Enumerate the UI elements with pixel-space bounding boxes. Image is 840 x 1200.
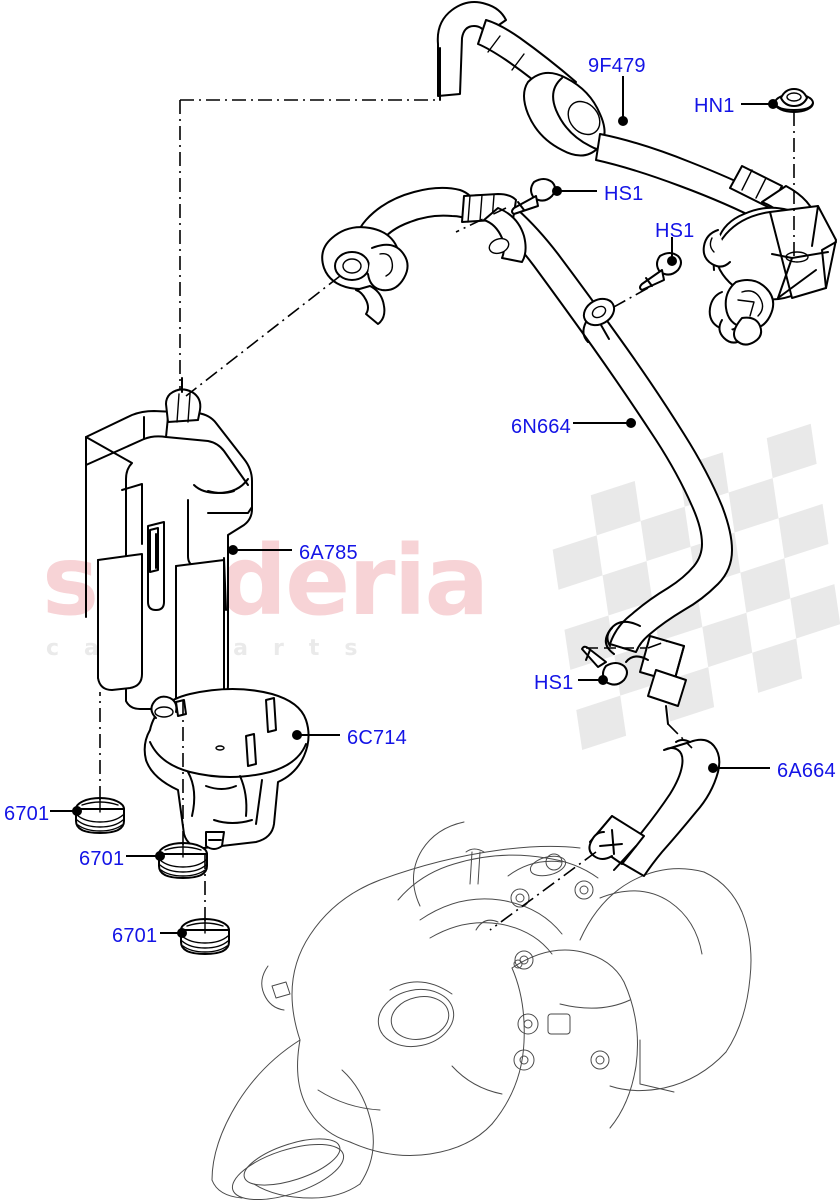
callout-9F479[interactable]: 9F479 (588, 55, 646, 77)
upper-elbow-hose (321, 186, 527, 325)
engine-intake-assembly (211, 821, 752, 1200)
callout-HN1[interactable]: HN1 (694, 95, 735, 117)
degas-hose-9F479 (436, 1, 819, 255)
assembly-guide-lines (99, 47, 795, 931)
callout-6N664[interactable]: 6N664 (511, 416, 571, 438)
mounting-bracket (702, 205, 837, 346)
seal-6701-middle (158, 842, 208, 879)
callout-6701-middle[interactable]: 6701 (79, 848, 125, 870)
expansion-tank-upper-6A785 (85, 377, 253, 737)
callout-HS1-lower[interactable]: HS1 (534, 672, 574, 694)
callout-6701-bottom[interactable]: 6701 (112, 925, 158, 947)
callout-6701-top[interactable]: 6701 (4, 803, 50, 825)
callout-6A785[interactable]: 6A785 (299, 542, 358, 564)
seal-6701-top (75, 797, 125, 834)
expansion-tank-lower-6C714 (143, 688, 310, 850)
callout-HS1-middle[interactable]: HS1 (655, 220, 695, 242)
callout-6A664[interactable]: 6A664 (777, 760, 836, 782)
screw-HS1-upper (511, 178, 556, 215)
coolant-pipe-6N664 (469, 194, 733, 725)
callout-HS1-upper[interactable]: HS1 (604, 183, 644, 205)
callout-6C714[interactable]: 6C714 (347, 727, 407, 749)
